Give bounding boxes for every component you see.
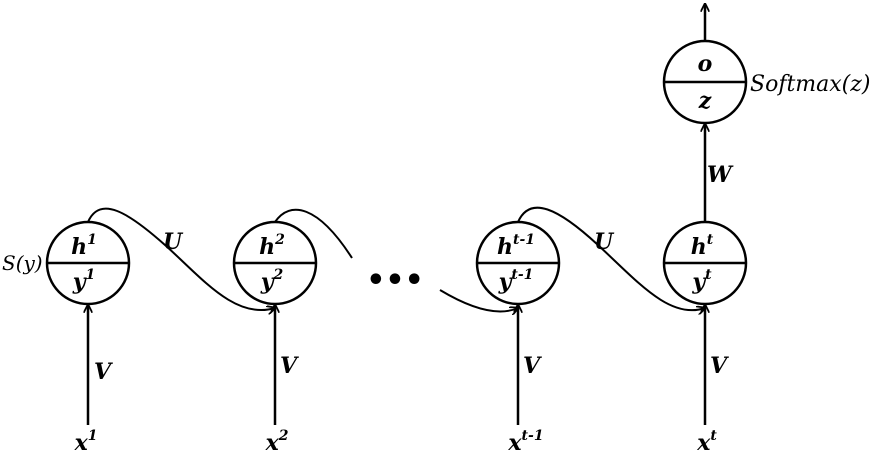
rnn-node-1: h1 y1 [45,220,131,306]
node-2-output-label: y2 [260,267,284,295]
recurrent-connection-1-2 [87,207,275,310]
input-label-3: xt-1 [507,428,543,456]
recurrent-connection-2-out [274,208,353,259]
output-node: o z [662,39,748,125]
activation-label: S(y) [2,251,43,275]
input-label-4: xt [696,428,717,456]
weight-v-label-1: V [94,359,113,385]
weight-u-label-2: U [594,229,615,255]
recurrent-connection-3-4 [517,206,705,311]
softmax-label: Softmax(z) [750,72,870,97]
weight-u-label-1: U [163,229,184,255]
weight-w-label: W [707,162,734,188]
node-1-hidden-label: h1 [71,232,97,260]
input-label-1: x1 [74,428,98,456]
node-4-output-label: yt [691,267,712,295]
node-4-hidden-label: ht [691,232,714,260]
node-1-output-label: y1 [72,267,96,295]
node-2-hidden-label: h2 [259,232,285,260]
rnn-node-3: ht-1 yt-1 [475,220,561,306]
weight-v-label-2: V [280,353,299,379]
node-3-hidden-label: ht-1 [497,232,535,260]
input-label-2: x2 [265,428,289,456]
weight-v-label-4: V [710,353,729,379]
output-z-label: z [698,88,712,114]
output-o-label: o [698,51,713,77]
node-3-output-label: yt-1 [498,267,534,295]
ellipsis: ••• [366,263,424,298]
recurrent-connection-in-3 [439,289,518,312]
rnn-node-2: h2 y2 [232,220,318,306]
rnn-node-4: ht yt [662,220,748,306]
weight-v-label-3: V [523,353,542,379]
